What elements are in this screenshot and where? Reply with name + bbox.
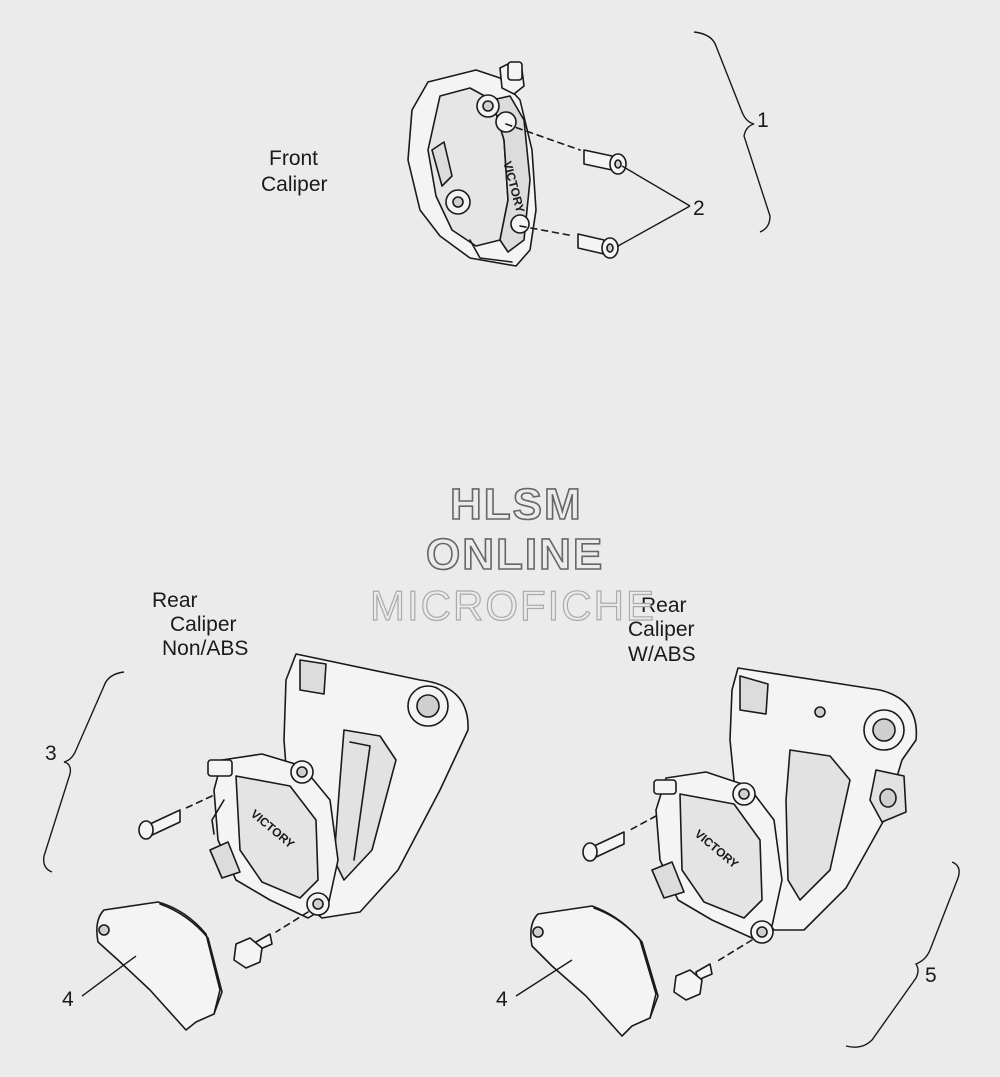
front-caliper-label-line2: Caliper <box>261 173 328 196</box>
leader-4a <box>81 955 137 997</box>
callout-number-5: 5 <box>925 964 937 987</box>
callout-number-2: 2 <box>693 197 705 220</box>
watermark-line2: ONLINE <box>425 529 605 580</box>
brake-pad-shield-nonabs <box>96 901 223 1031</box>
front-caliper: VICTORY <box>407 61 537 267</box>
watermark-line1: HLSM <box>449 479 583 530</box>
rear-caliper-nonabs: VICTORY <box>207 753 339 919</box>
bracket-5 <box>845 861 960 1048</box>
front-caliper-label-line1: Front <box>269 147 319 170</box>
bracket-1 <box>693 31 771 233</box>
rear-abs-label-line1: Rear <box>641 594 687 617</box>
callout-number-3: 3 <box>45 742 57 765</box>
brake-pad-shield-abs <box>530 905 659 1037</box>
rear-caliper-abs: VICTORY <box>651 771 783 944</box>
front-caliper-bolts <box>505 123 627 259</box>
rear-nonabs-label-line2: Caliper <box>170 613 237 636</box>
rear-abs-bolts <box>582 815 753 1001</box>
leader-2a <box>621 165 691 207</box>
rear-nonabs-label-line1: Rear <box>152 589 198 612</box>
callout-brackets <box>42 31 960 1048</box>
callout-number-4a: 4 <box>62 988 74 1011</box>
rear-abs-label-line2: Caliper <box>628 618 695 641</box>
leader-4b <box>515 959 573 997</box>
rear-nonabs-label-line3: Non/ABS <box>162 637 249 660</box>
callout-number-4b: 4 <box>496 988 508 1011</box>
callout-number-1: 1 <box>757 109 769 132</box>
rear-nonabs-bolts <box>138 795 309 969</box>
rear-abs-label-line3: W/ABS <box>628 643 696 666</box>
watermark-line3: MICROFICHE <box>369 581 656 629</box>
bracket-3 <box>42 671 125 873</box>
leader-2b <box>617 205 691 247</box>
